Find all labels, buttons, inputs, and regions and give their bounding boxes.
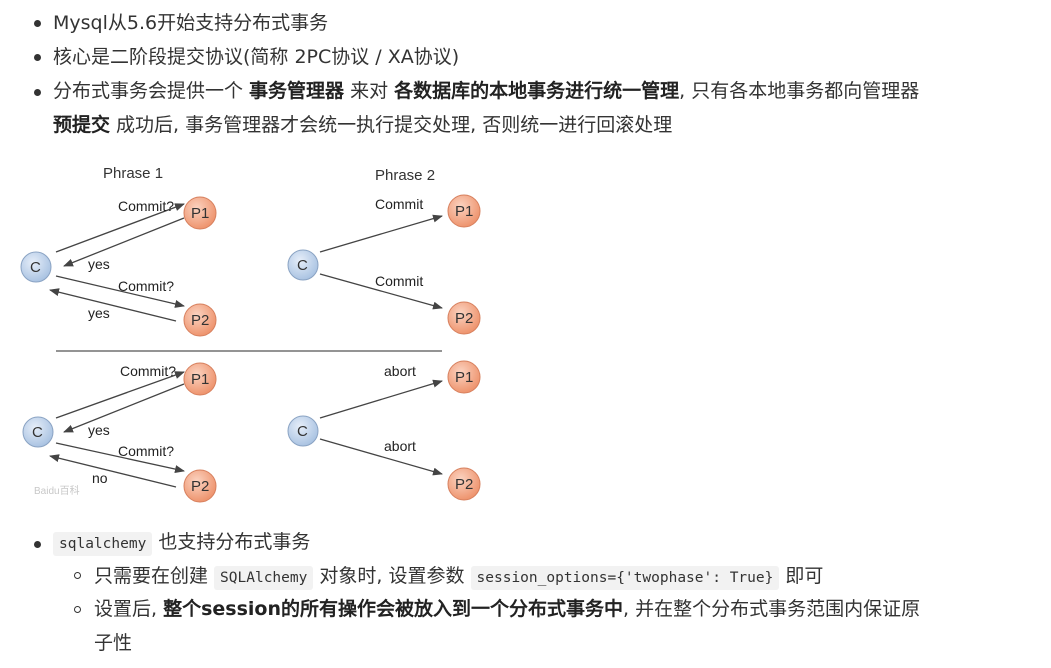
commit-question-label: Commit?: [118, 198, 174, 214]
sub-item-atomicity: 设置后, 整个session的所有操作会被放入到一个分布式事务中, 并在整个分布…: [94, 598, 921, 620]
yes-label: yes: [88, 422, 110, 438]
two-phase-commit-diagram: Phrase 1 Phrase 2 Commit? yes Commit? ye…: [20, 165, 481, 503]
commit-question-label: Commit?: [118, 443, 174, 459]
list-item-2pc: 核心是二阶段提交协议(简称 2PC协议 / XA协议): [53, 46, 460, 68]
sub-bullet: [74, 606, 81, 613]
participant-p1-node: P1: [455, 203, 473, 220]
phase1-success-group: Commit? yes Commit? yes C P1 P2: [20, 196, 217, 337]
abort-label: abort: [384, 438, 416, 454]
commit-label: Commit: [375, 196, 423, 212]
coordinator-node: C: [297, 257, 308, 274]
sub-item-twophase-option: 只需要在创建 SQLAlchemy 对象时, 设置参数 session_opti…: [94, 563, 823, 591]
phase1-failure-group: Commit? yes Commit? no Baidu百科 C P1 P2: [22, 362, 217, 503]
commit-question-label: Commit?: [118, 278, 174, 294]
sub-item-atomicity-cont: 子性: [94, 632, 133, 654]
list-item-sqlalchemy: sqlalchemy 也支持分布式事务: [53, 529, 310, 557]
yes-label: yes: [88, 256, 110, 272]
bold-text: 整个session的所有操作会被放入到一个分布式事务中: [163, 598, 624, 620]
inline-code: sqlalchemy: [53, 532, 153, 556]
commit-question-label: Commit?: [120, 363, 176, 379]
bold-text: 预提交: [53, 114, 111, 136]
phrase-1-label: Phrase 1: [103, 165, 163, 182]
no-label: no: [92, 470, 108, 486]
participant-p1-node: P1: [191, 205, 209, 222]
participant-p2-node: P2: [191, 312, 209, 329]
commit-label: Commit: [375, 273, 423, 289]
participant-p1-node: P1: [455, 369, 473, 386]
participant-p2-node: P2: [191, 478, 209, 495]
bold-text: 各数据库的本地事务进行统一管理: [394, 80, 680, 102]
inline-code: session_options={'twophase': True}: [470, 566, 780, 590]
coordinator-node: C: [297, 423, 308, 440]
bullet: [34, 541, 41, 548]
abort-label: abort: [384, 363, 416, 379]
phase2-commit-group: Commit Commit C P1 P2: [287, 194, 481, 335]
coordinator-node: C: [32, 424, 43, 441]
list-item-mysql-xa: Mysql从5.6开始支持分布式事务: [53, 12, 329, 34]
bullet: [34, 20, 41, 27]
list-item-transaction-manager-cont: 预提交 成功后, 事务管理器才会统一执行提交处理, 否则统一进行回滚处理: [53, 114, 673, 136]
list-item-transaction-manager: 分布式事务会提供一个 事务管理器 来对 各数据库的本地事务进行统一管理, 只有各…: [53, 80, 920, 102]
sub-bullet: [74, 572, 81, 579]
phrase-2-label: Phrase 2: [375, 167, 435, 184]
coordinator-node: C: [30, 259, 41, 276]
bullet: [34, 89, 41, 96]
bullet: [34, 54, 41, 61]
participant-p1-node: P1: [191, 371, 209, 388]
inline-code: SQLAlchemy: [214, 566, 314, 590]
participant-p2-node: P2: [455, 310, 473, 327]
yes-label: yes: [88, 305, 110, 321]
phase2-abort-group: abort abort C P1 P2: [287, 360, 481, 501]
baidu-watermark: Baidu百科: [34, 484, 80, 497]
participant-p2-node: P2: [455, 476, 473, 493]
bold-text: 事务管理器: [249, 80, 345, 102]
